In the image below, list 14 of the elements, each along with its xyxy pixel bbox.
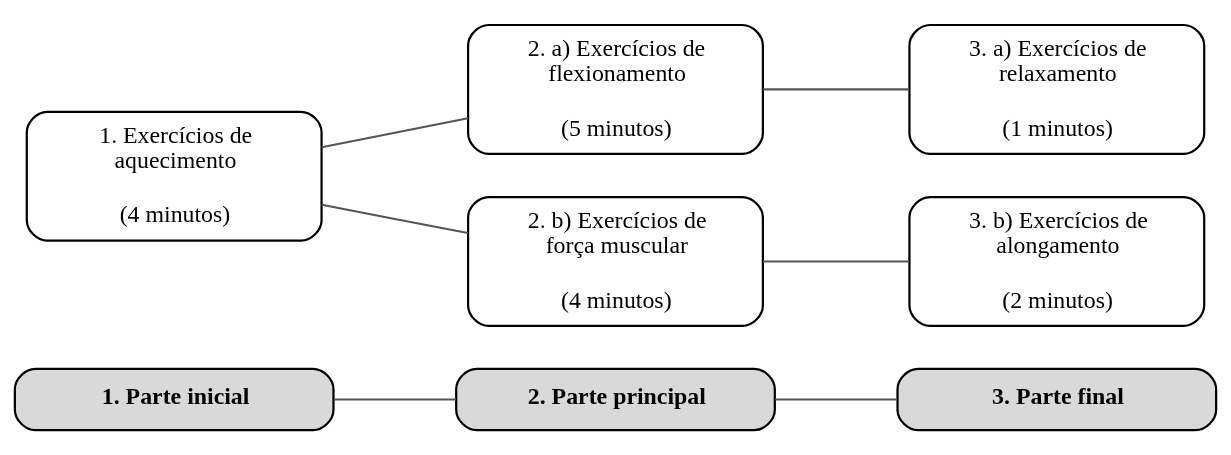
node-box: 3. a) Exercícios de relaxamento (1 minutos) — [908, 23, 1206, 155]
node-box: 1. Parte inicial — [13, 367, 335, 432]
connector — [333, 398, 456, 401]
node-box: 2. a) Exercícios de flexionamento (5 minutos) — [467, 23, 764, 155]
node-box: 3. b) Exercícios de alongamento (2 minutos) — [908, 195, 1206, 327]
connector — [321, 117, 469, 149]
connector — [763, 88, 910, 91]
connector — [763, 260, 910, 263]
node-box: 1. Exercícios de aquecimento (4 minutos) — [25, 110, 323, 242]
node-box: 2. b) Exercícios de força muscular (4 minutos) — [467, 195, 764, 327]
connector — [775, 398, 898, 401]
connector — [321, 203, 469, 235]
node-box: 3. Parte final — [896, 367, 1218, 432]
node-box: 2. Parte principal — [455, 367, 776, 432]
